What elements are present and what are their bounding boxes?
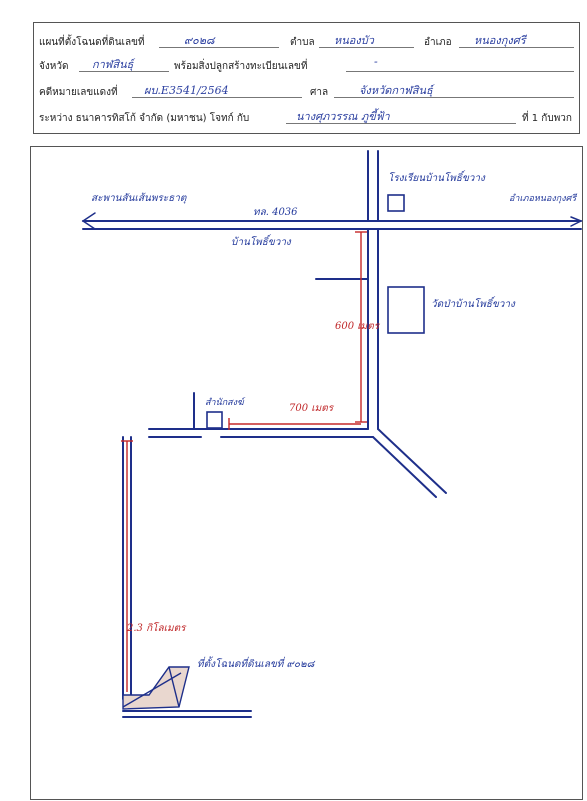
- court-value: จังหวัดกาฬสินธุ์: [359, 84, 433, 97]
- map-drawing: [81, 150, 583, 718]
- case-number: ผบ.E3541/2564: [144, 84, 229, 97]
- label-building: พร้อมสิ่งปลูกสร้างทะเบียนเลขที่: [174, 61, 308, 72]
- label-highway: ทล. 4036: [253, 207, 298, 218]
- label-plan: แผนที่ตั้งโฉนดที่ดินเลขที่: [39, 37, 145, 48]
- header-row-deed: แผนที่ตั้งโฉนดที่ดินเลขที่ ๙๐๒๘ ตำบล หนอ…: [34, 31, 579, 51]
- land-plot: [122, 666, 190, 710]
- deed-header-form: แผนที่ตั้งโฉนดที่ดินเลขที่ ๙๐๒๘ ตำบล หนอ…: [33, 22, 580, 134]
- deed-number: ๙๐๒๘: [184, 34, 215, 47]
- label-temple: วัดป่าบ้านโพธิ์ขวาง: [431, 299, 515, 310]
- plot-diagonal-2: [168, 666, 180, 708]
- arrow-east: [570, 216, 583, 227]
- label-province: จังหวัด: [39, 61, 69, 72]
- header-row-province: จังหวัด กาฬสินธุ์ พร้อมสิ่งปลูกสร้างทะเบ…: [34, 55, 579, 75]
- label-court: ศาล: [310, 87, 329, 98]
- amphoe-value: หนองกุงศรี: [474, 34, 526, 47]
- pond-building: [206, 411, 223, 429]
- label-east-direction: อำเภอหนองกุงศรี: [509, 194, 577, 204]
- header-row-parties: ระหว่าง ธนาคารทิสโก้ จำกัด (มหาชน) โจทก์…: [34, 107, 579, 127]
- label-tambon: ตำบล: [290, 37, 315, 48]
- location-map: สะพานสันเส้นพระธาตุ ทล. 4036 บ้านโพธิ์ขว…: [30, 146, 583, 800]
- label-west-direction: สะพานสันเส้นพระธาตุ: [91, 193, 187, 204]
- label-school: โรงเรียนบ้านโพธิ์ขวาง: [388, 173, 485, 184]
- defendant-value: นางศุภวรรณ ภูขี้ฟ้า: [296, 110, 390, 123]
- province-value: กาฬสินธุ์: [92, 58, 134, 71]
- label-pond: สำนักสงฆ์: [205, 398, 244, 408]
- label-defendant-no: ที่ 1 กับพวก: [522, 113, 572, 124]
- label-distance-23km: 2.3 กิโลเมตร: [127, 623, 186, 634]
- label-deed-site: ที่ตั้งโฉนดที่ดินเลขที่ ๙๐๒๘: [197, 659, 315, 670]
- label-between: ระหว่าง ธนาคารทิสโก้ จำกัด (มหาชน) โจทก์…: [39, 113, 250, 124]
- tambon-value: หนองบัว: [334, 34, 374, 47]
- diagonal-road-1: [377, 428, 447, 494]
- arrow-west: [81, 212, 96, 230]
- school-building: [387, 194, 405, 212]
- building-value: -: [374, 55, 378, 68]
- header-row-case: คดีหมายเลขแดงที่ ผบ.E3541/2564 ศาล จังหว…: [34, 81, 579, 101]
- diagonal-road-2: [372, 436, 437, 498]
- label-case: คดีหมายเลขแดงที่: [39, 87, 118, 98]
- label-distance-600: 600 เมตร: [335, 321, 380, 332]
- label-distance-700: 700 เมตร: [289, 403, 334, 414]
- temple-building: [387, 286, 425, 334]
- label-village: บ้านโพธิ์ขวาง: [231, 237, 291, 248]
- label-amphoe: อำเภอ: [424, 37, 452, 48]
